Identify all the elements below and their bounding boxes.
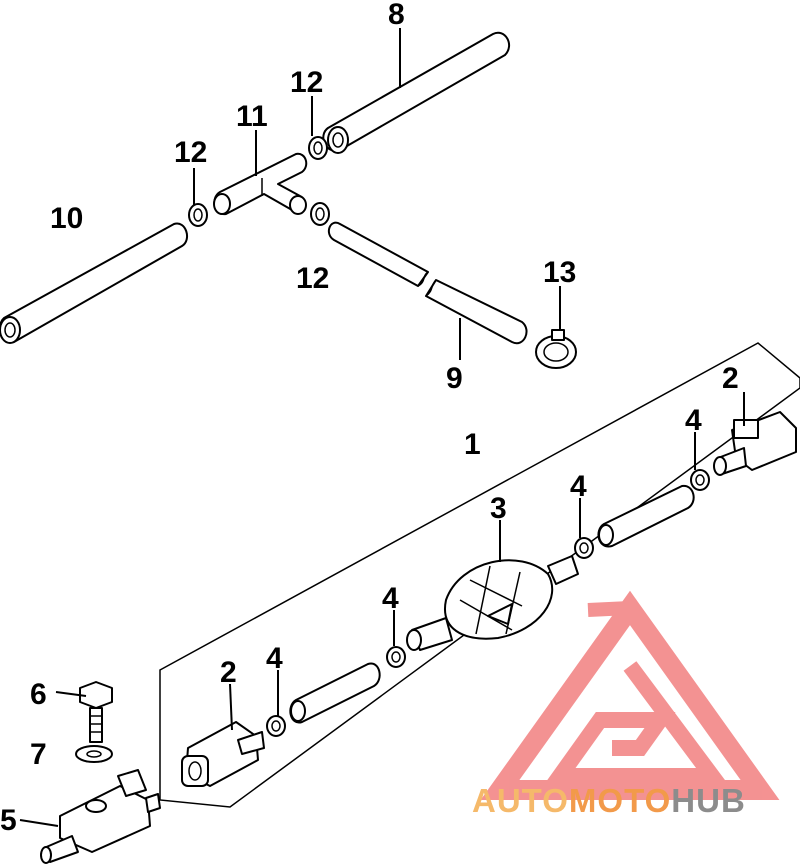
clip-4-c [574, 537, 594, 559]
hose-10 [0, 222, 189, 344]
callout-5: 5 [0, 804, 17, 837]
watermark-text-hub: HUB [671, 782, 746, 819]
callout-6: 6 [30, 678, 47, 711]
callout-2-left: 2 [220, 656, 237, 689]
hose-piece-right [597, 484, 695, 548]
callout-7: 7 [30, 738, 47, 771]
callout-12-mid: 12 [296, 262, 329, 295]
clamp-12-a [188, 203, 208, 227]
connector-2-right [713, 411, 797, 476]
primer-bulb-3 [406, 555, 579, 651]
callout-10: 10 [50, 202, 83, 235]
assembly-frame [159, 342, 800, 808]
callout-4-b: 4 [382, 582, 399, 615]
callout-4-a: 4 [266, 642, 283, 675]
clip-4-b [386, 646, 406, 668]
callout-1: 1 [464, 428, 481, 461]
watermark-text: AUTOMOTOHUB [472, 782, 746, 819]
connector-2-left [181, 721, 265, 787]
clip-4-d [690, 469, 710, 491]
t-connector-11 [213, 152, 308, 216]
callout-4-d: 4 [685, 404, 702, 437]
callout-13: 13 [543, 256, 576, 289]
washer-7 [75, 745, 113, 763]
callout-9: 9 [446, 362, 463, 395]
callout-12-left: 12 [174, 136, 207, 169]
watermark-triangle-outer [480, 590, 780, 800]
watermark-text-moto: MOTO [569, 782, 671, 819]
watermark-text-auto: AUTO [472, 782, 569, 819]
clip-4-a [266, 715, 286, 737]
hose-clamp-13 [535, 329, 577, 369]
watermark-logo [480, 590, 780, 800]
clamp-12-b [308, 136, 328, 160]
hose-8 [322, 31, 511, 154]
callout-12-top: 12 [290, 66, 323, 99]
callout-11: 11 [236, 100, 268, 133]
watermark-peak [587, 601, 631, 617]
callout-3: 3 [490, 492, 507, 525]
clamp-12-c [310, 202, 330, 226]
valve-5 [40, 769, 161, 864]
callout-2-right: 2 [722, 362, 739, 395]
watermark-triangle-inner [544, 661, 728, 784]
hose-piece-left [289, 662, 381, 724]
leader-lines [19, 28, 745, 827]
callout-4-c: 4 [570, 470, 587, 503]
callout-8: 8 [388, 0, 405, 31]
bolt-6 [79, 681, 113, 743]
hose-9 [327, 221, 528, 345]
